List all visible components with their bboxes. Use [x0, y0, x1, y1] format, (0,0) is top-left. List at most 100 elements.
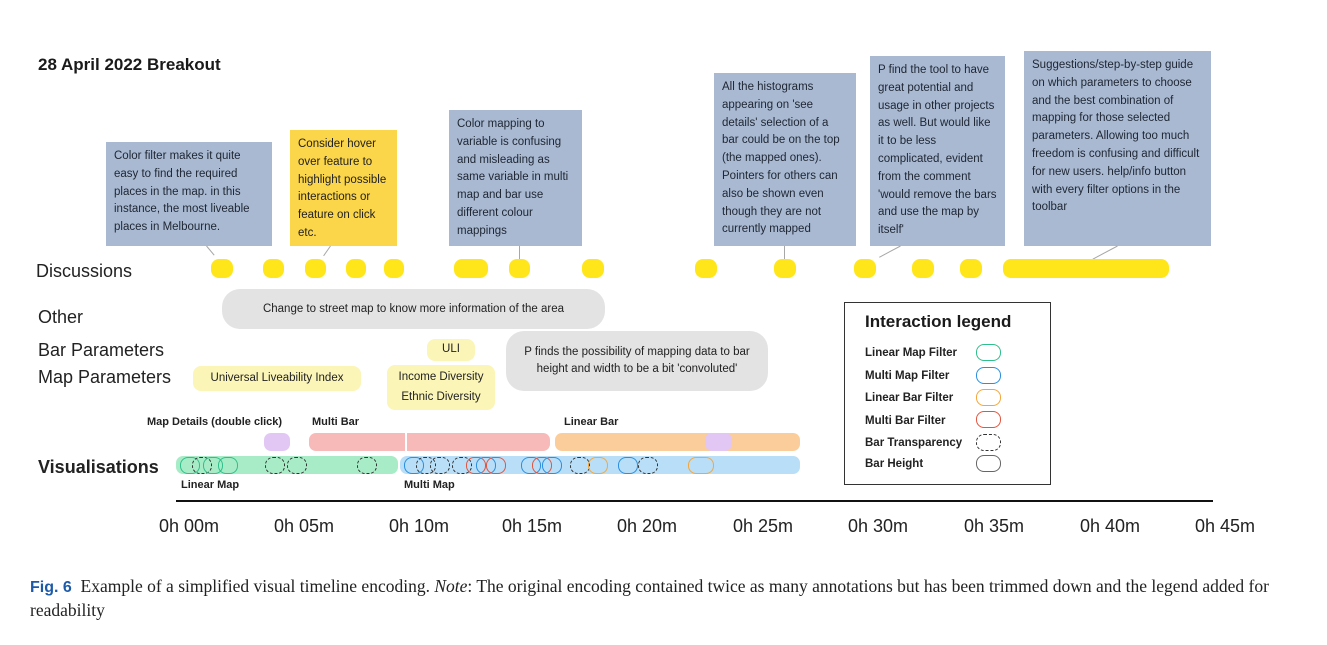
discussion-marker [263, 259, 284, 278]
note-suggestions: Suggestions/step-by-step guide on which … [1024, 51, 1211, 246]
discussion-marker [346, 259, 366, 278]
vis-label-linear-bar: Linear Bar [564, 416, 619, 428]
interaction-multi-bar-filter [486, 457, 506, 474]
axis-tick: 0h 15m [501, 516, 563, 536]
discussion-marker [854, 259, 876, 278]
interaction-bar-transparency [638, 457, 658, 474]
interaction-multi-map-filter [542, 457, 562, 474]
legend-swatch-linear-map-filter [976, 344, 1001, 361]
discussion-marker [1003, 259, 1169, 278]
time-axis [176, 500, 1213, 502]
legend-swatch-bar-height [976, 455, 1001, 472]
discussion-marker [211, 259, 233, 278]
caption-text: Example of a simplified visual timeline … [71, 576, 435, 596]
connector-line [323, 245, 331, 257]
note-hover-feature: Consider hover over feature to highlight… [290, 130, 397, 246]
interaction-bar-transparency [265, 457, 285, 474]
axis-tick: 0h 20m [616, 516, 678, 536]
discussion-marker [509, 259, 530, 278]
vis-label-map-details: Map Details (double click) [147, 416, 283, 428]
discussion-marker [695, 259, 717, 278]
discussion-marker [305, 259, 326, 278]
legend-item-label: Multi Bar Filter [865, 415, 946, 427]
row-label-visualisations: Visualisations [38, 457, 159, 477]
interaction-linear-bar-filter [588, 457, 608, 474]
vis-bar-map-details [705, 433, 732, 451]
legend-item-label: Bar Height [865, 458, 924, 470]
other-street-map: Change to street map to know more inform… [222, 289, 605, 329]
interaction-bar-transparency [570, 457, 590, 474]
axis-tick: 0h 25m [732, 516, 794, 536]
note-color-filter: Color filter makes it quite easy to find… [106, 142, 272, 246]
interaction-bar-transparency [452, 457, 472, 474]
param-uli: ULI [427, 339, 475, 361]
legend-item-label: Bar Transparency [865, 437, 963, 449]
legend-item-label: Linear Bar Filter [865, 392, 954, 404]
param-ethnic-diversity: Ethnic Diversity [401, 391, 481, 403]
interaction-linear-map-filter [218, 457, 238, 474]
axis-tick: 0h 05m [273, 516, 335, 536]
legend-swatch-multi-map-filter [976, 367, 1001, 384]
vis-bar-linear-bar [555, 433, 800, 451]
caption-text: : The original encoding contained twice … [30, 576, 1269, 620]
note-histograms: All the histograms appearing on 'see det… [714, 73, 856, 246]
interaction-multi-bar-filter [532, 457, 552, 474]
row-label-other: Other [38, 307, 84, 327]
axis-tick: 0h 45m [1194, 516, 1256, 536]
legend-swatch-linear-bar-filter [976, 389, 1001, 406]
legend-swatch-bar-transparency [976, 434, 1001, 451]
vis-bar-map-details [264, 433, 290, 451]
connector-line [879, 245, 901, 258]
legend-item-label: Linear Map Filter [865, 347, 958, 359]
vis-label-linear-map: Linear Map [181, 479, 240, 491]
note-color-mapping: Color mapping to variable is confusing a… [449, 110, 582, 246]
interaction-bar-transparency [357, 457, 377, 474]
discussion-marker [454, 259, 488, 278]
connector-line [519, 246, 520, 259]
note-great-potential: P find the tool to have great potential … [870, 56, 1005, 246]
row-label-discussions: Discussions [36, 261, 133, 281]
param-income-diversity: Income Diversity [398, 371, 484, 383]
caption-fig-label: Fig. 6 [30, 579, 72, 596]
interaction-linear-map-filter [180, 457, 200, 474]
axis-tick: 0h 00m [158, 516, 220, 536]
interaction-bar-transparency [416, 457, 436, 474]
interaction-multi-bar-filter [466, 457, 486, 474]
figure-caption: Fig. 6 Example of a simplified visual ti… [30, 575, 1300, 622]
vis-bar-multi-bar [309, 433, 550, 451]
interaction-bar-transparency [430, 457, 450, 474]
interaction-linear-map-filter [203, 457, 223, 474]
param-income-ethnic: Income Diversity Ethnic Diversity [387, 365, 495, 410]
discussion-marker [912, 259, 934, 278]
interaction-multi-map-filter [404, 457, 424, 474]
axis-tick: 0h 30m [847, 516, 909, 536]
interaction-multi-map-filter [521, 457, 541, 474]
interaction-legend: Interaction legend Linear Map Filter Mul… [844, 302, 1051, 485]
interaction-multi-map-filter [618, 457, 638, 474]
interaction-multi-map-filter [476, 457, 496, 474]
discussion-marker [960, 259, 982, 278]
other-convoluted: P finds the possibility of mapping data … [506, 331, 768, 391]
axis-tick: 0h 40m [1079, 516, 1141, 536]
legend-swatch-multi-bar-filter [976, 411, 1001, 428]
legend-item-label: Multi Map Filter [865, 370, 950, 382]
param-universal-liveability: Universal Liveability Index [193, 366, 361, 391]
connector-line [1092, 245, 1118, 260]
caption-note-label: Note [434, 576, 468, 596]
connector-line [784, 246, 785, 259]
discussion-marker [774, 259, 796, 278]
vis-label-multi-bar: Multi Bar [312, 416, 360, 428]
interaction-bar-transparency [192, 457, 212, 474]
axis-tick: 0h 10m [388, 516, 450, 536]
vis-bar-divider [405, 433, 407, 451]
row-label-map-parameters: Map Parameters [38, 367, 172, 387]
axis-tick: 0h 35m [963, 516, 1025, 536]
row-label-bar-parameters: Bar Parameters [38, 340, 165, 360]
interaction-linear-bar-filter [688, 457, 714, 474]
interaction-bar-transparency [287, 457, 307, 474]
discussion-marker [384, 259, 404, 278]
legend-title: Interaction legend [865, 312, 1012, 331]
page-title: 28 April 2022 Breakout [38, 55, 221, 74]
discussion-marker [582, 259, 604, 278]
connector-line [206, 245, 215, 256]
